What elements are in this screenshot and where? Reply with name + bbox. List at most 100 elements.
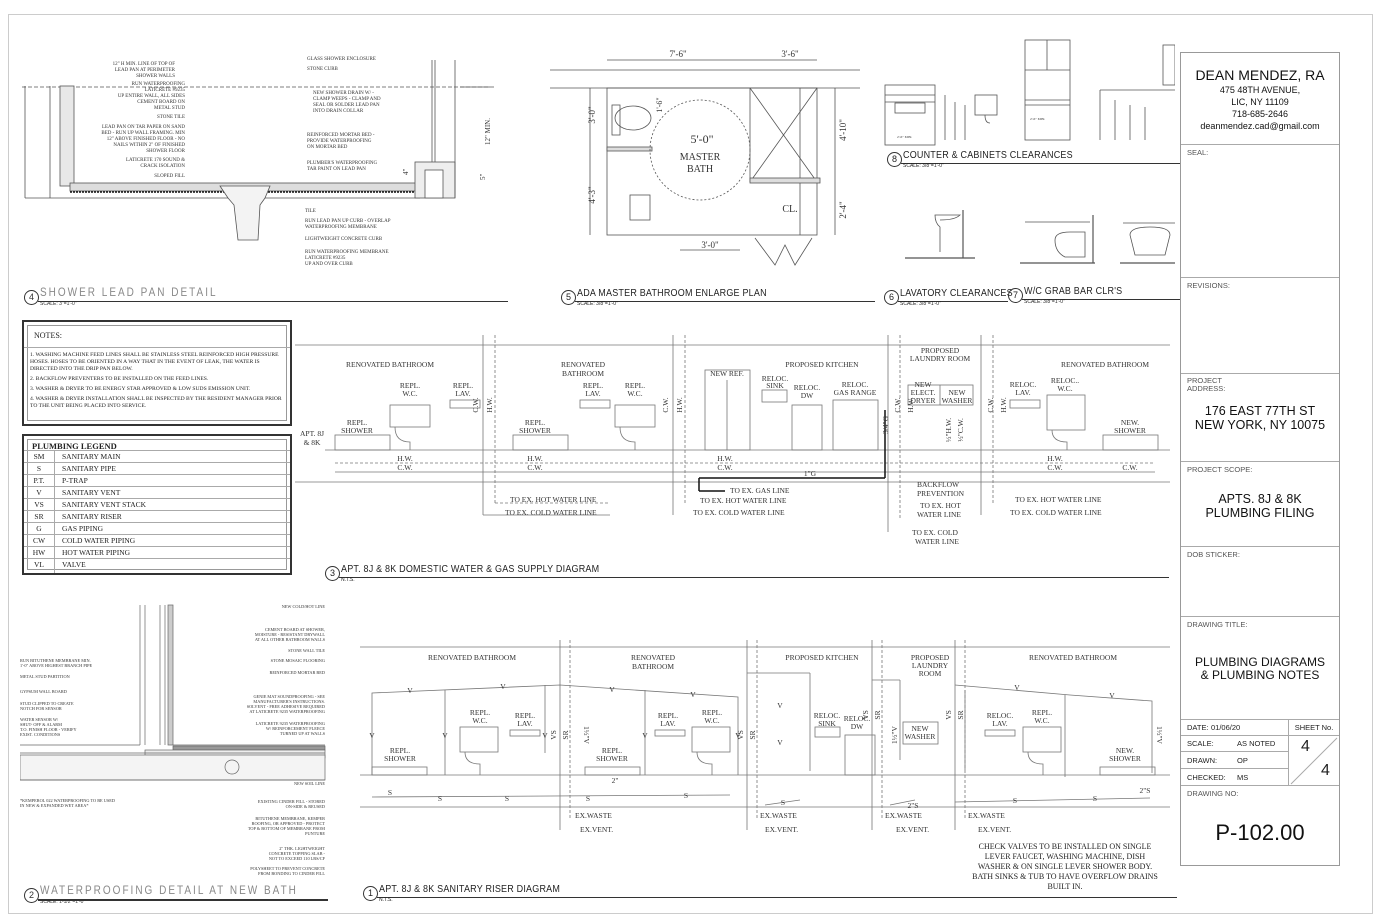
drawing-scale: SCALE: 3/8"=1'-0" bbox=[903, 163, 944, 169]
callout-text: AT LATICRETE 9235 WATERPROOFING bbox=[249, 709, 325, 714]
pipe-label: 3/4"G bbox=[881, 415, 890, 434]
callout-text: BED - RUN UP WALL FRAMING. MIN bbox=[101, 131, 185, 136]
room-label: MASTER bbox=[680, 152, 721, 163]
fixture-label: W.C. bbox=[402, 389, 417, 398]
callout-text: SLOPED FILL bbox=[154, 174, 185, 179]
legend-row: P.T.P-TRAP bbox=[24, 474, 290, 486]
callout-text: LATICRETE 9235 WATERPROOFING bbox=[256, 721, 325, 726]
pipe-label: S bbox=[505, 794, 509, 803]
callout-text: STONE WALL TILE bbox=[288, 648, 325, 653]
checked-label: CHECKED: bbox=[1187, 773, 1226, 782]
callout-text: PROVIDE WATERPROOFING bbox=[307, 139, 372, 144]
note-item: 1. WASHING MACHINE FEED LINES SHALL BE S… bbox=[30, 352, 279, 372]
fixture-label: SHOWER bbox=[596, 754, 628, 763]
pipe-label: 1½"V bbox=[582, 726, 591, 744]
callout-text: PUNTURE bbox=[305, 831, 325, 836]
drawing-title-section: DRAWING TITLE: PLUMBING DIAGRAMS & PLUMB… bbox=[1181, 617, 1339, 720]
fixture-label: W.C. bbox=[472, 716, 487, 725]
ex-waste-label: EX.WASTE bbox=[968, 811, 1005, 820]
callout-text: CEMENT BOARD AT SHOWER, bbox=[265, 627, 325, 633]
fixture-label: SINK bbox=[818, 719, 836, 728]
dimension-text: 3'-0" bbox=[587, 106, 597, 124]
callout-text: GLASS SHOWER ENCLOSURE bbox=[307, 57, 376, 62]
callout-text: T.O. FINISH FLOOR - VERIFY bbox=[20, 727, 77, 732]
callout-text: NEW SHOWER DRAIN W/ - bbox=[313, 91, 374, 96]
firm-address-2: LIC, NY 11109 bbox=[1231, 97, 1289, 107]
fixture-label: W.C. bbox=[704, 716, 719, 725]
callout-text: REINFORCED MORTAR BED - bbox=[307, 133, 375, 138]
checked-value: MS bbox=[1237, 773, 1249, 782]
ex-vent-label: EX.VENT. bbox=[580, 825, 613, 834]
pipe-label: S bbox=[388, 788, 392, 797]
fixture-label: DRYER bbox=[910, 396, 935, 405]
date-value: 01/06/20 bbox=[1211, 723, 1241, 732]
drawing-number: 1 bbox=[363, 886, 378, 901]
callout-text: RUN WATERPROOFING bbox=[132, 82, 186, 87]
pipe-label: 2"S bbox=[908, 801, 919, 810]
callout-text: ON MORTAR BED bbox=[307, 145, 348, 150]
drawing-no-value: P-102.00 bbox=[1215, 820, 1305, 845]
revisions-label: REVISIONS: bbox=[1187, 281, 1230, 290]
drawing-scale: N.T.S. bbox=[379, 897, 393, 903]
drawn-value: OP bbox=[1237, 756, 1248, 765]
drawing-name: APT. 8J & 8K SANITARY RISER DIAGRAM bbox=[379, 883, 561, 895]
dimension-text: 4'-3" bbox=[587, 186, 597, 204]
room-label: BATH bbox=[687, 164, 713, 175]
fixture-label: REPL. bbox=[400, 381, 420, 390]
to-line-label: TO EX. HOT bbox=[920, 501, 961, 510]
firm-info: DEAN MENDEZ, RA 475 48TH AVENUE, LIC, NY… bbox=[1181, 53, 1339, 145]
callout-text: AT ALL OTHER BATHROOM WALLS bbox=[255, 637, 326, 642]
pipe-label: 1"G bbox=[804, 469, 817, 478]
callout-text: UP AND OVER CURB bbox=[305, 262, 353, 267]
drawing-name: WATERPROOFING DETAIL AT NEW BATH bbox=[40, 885, 298, 898]
date-label: DATE: bbox=[1187, 723, 1209, 732]
callout-text: REINFORCED MORTAR BED bbox=[269, 670, 325, 675]
fixture-label: RELOC. bbox=[794, 383, 821, 392]
fixture-label: NEW bbox=[948, 388, 966, 397]
drawing-number: 4 bbox=[24, 290, 39, 305]
fixture-label: SHOWER bbox=[384, 754, 416, 763]
dimension-text: 1'-6" bbox=[655, 97, 664, 112]
pipe-label: V bbox=[1014, 683, 1020, 692]
fixture-label: NEW bbox=[914, 380, 932, 389]
firm-address-1: 475 48TH AVENUE, bbox=[1219, 85, 1301, 95]
drawing-name: SHOWER LEAD PAN DETAIL bbox=[40, 287, 218, 300]
fixture-label: REPL. bbox=[625, 381, 645, 390]
to-line-label: TO EX. COLD WATER LINE bbox=[505, 508, 597, 517]
drawing-number: 8 bbox=[887, 152, 902, 167]
callout-text: LATICRETE 170 SOUND & bbox=[126, 158, 185, 163]
pipe-label: S bbox=[1093, 794, 1097, 803]
callout-text: NEW COLD/HOT LINE bbox=[282, 604, 326, 609]
callout-text: 12" H MIN. LINE OF TOP OF bbox=[113, 62, 176, 67]
callout-text: NOTCH FOR SENSOR bbox=[20, 706, 62, 711]
callout-text: METAL STUD PARTITION bbox=[20, 674, 70, 679]
callout-text: SHOWER FLOOR bbox=[146, 149, 185, 154]
room-label: PROPOSED KITCHEN bbox=[785, 653, 859, 662]
callout-text: ON-SIDE & REUSED bbox=[286, 804, 325, 809]
svg-text:2'-6" MIN.: 2'-6" MIN. bbox=[897, 135, 912, 139]
pipe-label: V bbox=[500, 682, 506, 691]
pipe-label: V bbox=[442, 731, 448, 740]
waterproofing-detail: RUN BITUTHENE MEMBRANE MIN. 1'-0" ABOVE … bbox=[20, 604, 326, 876]
title-block: DEAN MENDEZ, RA 475 48TH AVENUE, LIC, NY… bbox=[1180, 52, 1340, 866]
pipe-label: C.W. bbox=[893, 397, 902, 412]
drawing-scale: SCALE: 3/8"=1'-0" bbox=[1024, 299, 1065, 305]
fixture-label: DW bbox=[801, 391, 814, 400]
fixture-label: W.C. bbox=[627, 389, 642, 398]
dimension-text: 2'-4" bbox=[838, 201, 848, 219]
callout-text: EXISTING CINDER FILL - STORED bbox=[258, 799, 325, 804]
drawing-no-section: DRAWING No: P-102.00 bbox=[1181, 786, 1339, 865]
pipe-label: SR bbox=[873, 710, 882, 719]
callout-text: 1'-0" ABOVE HIGHEST BRANCH PIPE bbox=[20, 663, 93, 668]
apt-label: & 8K bbox=[304, 438, 321, 447]
to-line-label: TO EX. HOT WATER LINE bbox=[510, 495, 597, 504]
room-label: PROPOSED bbox=[921, 346, 960, 355]
drawing-scale: SCALE: 3"=1'-0" bbox=[40, 301, 77, 307]
pipe-label: V bbox=[642, 731, 648, 740]
callout-text: SHUT- OFF & ALARM bbox=[20, 722, 62, 727]
callout-text: FROM BONDING TO CINDER FILL bbox=[258, 871, 325, 876]
to-line-label: WATER LINE bbox=[915, 537, 959, 546]
